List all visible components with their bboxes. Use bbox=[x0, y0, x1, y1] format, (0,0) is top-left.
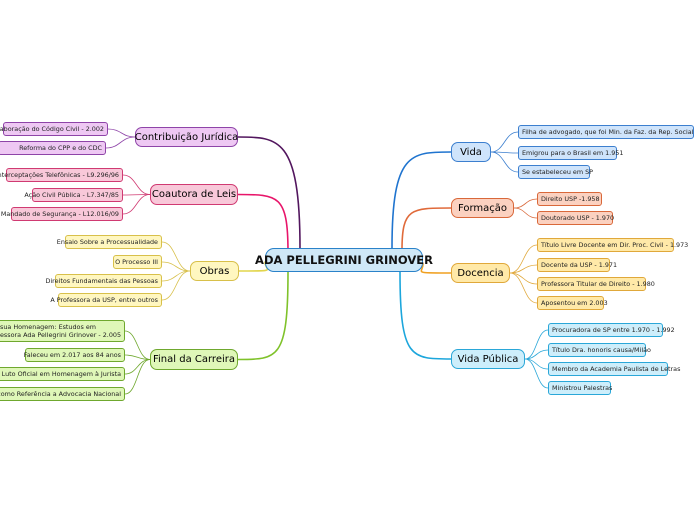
leaf-faleceu-2017[interactable]: Faleceu em 2.017 aos 84 anos bbox=[24, 348, 125, 362]
leaf-line-coautora-0 bbox=[122, 174, 151, 195]
leaf-line-docencia-1 bbox=[509, 264, 538, 274]
leaf-docente-usp[interactable]: Docente da USP - 1.971 bbox=[537, 258, 617, 272]
leaf-line-coautora-2 bbox=[122, 194, 151, 215]
leaf-academia-paulista[interactable]: Membro da Academia Paulista de Letras bbox=[548, 362, 680, 376]
leaf-line-obras-1 bbox=[161, 261, 191, 272]
leaf-aposentou[interactable]: Aposentou em 2.003 bbox=[537, 296, 608, 310]
leaf-elaboracao-codigo-civil[interactable]: Elaboração do Código Civil - 2.002 bbox=[0, 122, 108, 136]
leaf-filha-de-advogado[interactable]: Filha de advogado, que foi Min. da Faz. … bbox=[518, 125, 696, 139]
leaf-ensaio-processualidade[interactable]: Ensaio Sobre a Processualidade bbox=[57, 235, 162, 249]
leaf-line-obras-0 bbox=[161, 241, 191, 272]
branch-line-final bbox=[237, 271, 289, 361]
leaf-line-vidapublica-3 bbox=[524, 358, 549, 389]
leaf-o-processo-iii[interactable]: O Processo III bbox=[113, 255, 162, 269]
topic-final-da-carreira[interactable]: Final da Carreira bbox=[150, 349, 238, 370]
leaf-estabeleceu-sp[interactable]: Se estabeleceu em SP bbox=[518, 165, 593, 179]
leaf-acao-civil-publica[interactable]: Ação Civil Pública - L7.347/85 bbox=[24, 188, 123, 202]
central-topic[interactable]: ADA PELLEGRINI GRINOVER bbox=[255, 248, 433, 272]
leaf-line-vida-0 bbox=[490, 131, 519, 153]
leaf-reforma-cpp-cdc[interactable]: Reforma do CPP e do CDC bbox=[0, 141, 106, 155]
topic-formacao[interactable]: Formação bbox=[451, 198, 514, 218]
branch-line-vidapublica bbox=[399, 271, 452, 360]
leaf-line-vidapublica-1 bbox=[524, 349, 549, 360]
branch-line-vida bbox=[391, 151, 452, 249]
topic-contribuicao-juridica[interactable]: Contribuição Jurídica bbox=[135, 127, 238, 147]
topic-obras[interactable]: Obras bbox=[190, 261, 239, 281]
leaf-line-docencia-0 bbox=[509, 244, 538, 274]
leaf-ministrou-palestras[interactable]: Ministrou Palestras bbox=[548, 381, 612, 395]
leaf-direito-usp[interactable]: Direito USP -1.958 bbox=[537, 192, 602, 206]
leaf-line-contribuicao-1 bbox=[105, 136, 136, 149]
leaf-line-final-2 bbox=[124, 359, 151, 375]
leaf-line-vidapublica-0 bbox=[524, 329, 549, 360]
topic-vida[interactable]: Vida bbox=[451, 142, 491, 162]
branch-line-formacao bbox=[401, 207, 452, 251]
leaf-line-contribuicao-0 bbox=[107, 128, 136, 138]
leaf-line-final-0 bbox=[124, 330, 151, 360]
leaf-emigrou-brasil[interactable]: Emigrou para o Brasil em 1.951 bbox=[518, 146, 623, 160]
leaf-titulo-livre-docente[interactable]: Título Livre Docente em Dir. Proc. Civil… bbox=[537, 238, 688, 252]
leaf-line-final-3 bbox=[124, 359, 151, 395]
leaf-doutorado-usp[interactable]: Doutorado USP - 1.970 bbox=[537, 211, 614, 225]
branch-line-coautora bbox=[237, 193, 289, 253]
topic-docencia[interactable]: Docencia bbox=[451, 263, 510, 283]
leaf-line-docencia-3 bbox=[509, 272, 538, 304]
leaf-line-obras-2 bbox=[161, 270, 191, 282]
leaf-line-docencia-2 bbox=[509, 272, 538, 285]
leaf-procuradora-sp[interactable]: Procuradora de SP entre 1.970 - 1.992 bbox=[548, 323, 675, 337]
leaf-luto-oficial[interactable]: retou Luto Oficial em Homenagem à Jurist… bbox=[0, 367, 125, 381]
branch-line-contribuicao bbox=[237, 136, 301, 249]
leaf-professora-usp[interactable]: A Professora da USP, entre outros bbox=[50, 293, 162, 307]
leaf-mandado-de-seguranca[interactable]: Mandado de Segurança - L12.016/09 bbox=[1, 207, 123, 221]
leaf-professora-titular[interactable]: Professora Titular de Direito - 1.980 bbox=[537, 277, 655, 291]
topic-vida-publica[interactable]: Vida Pública bbox=[451, 349, 525, 369]
leaf-honoris-causa[interactable]: Título Dra. honoris causa/Milão bbox=[548, 343, 651, 357]
topic-coautora-de-leis[interactable]: Coautora de Leis bbox=[150, 184, 238, 205]
leaf-line-vida-2 bbox=[490, 151, 519, 173]
leaf-interceptacoes-telefonicas[interactable]: Interceptações Telefônicas - L9.296/96 bbox=[0, 168, 123, 182]
leaf-line-vidapublica-2 bbox=[524, 358, 549, 370]
leaf-line-formacao-0 bbox=[513, 198, 538, 209]
leaf-line-obras-3 bbox=[161, 270, 191, 301]
leaf-line-formacao-1 bbox=[513, 207, 538, 219]
leaf-homenagem-estudos[interactable]: sua Homenagem: Estudos em essora Ada Pel… bbox=[0, 320, 125, 342]
leaf-referencia-advocacia[interactable]: tida como Referência a Advocacia Naciona… bbox=[0, 387, 125, 401]
leaf-direitos-fundamentais[interactable]: Direitos Fundamentais das Pessoas bbox=[45, 274, 162, 288]
